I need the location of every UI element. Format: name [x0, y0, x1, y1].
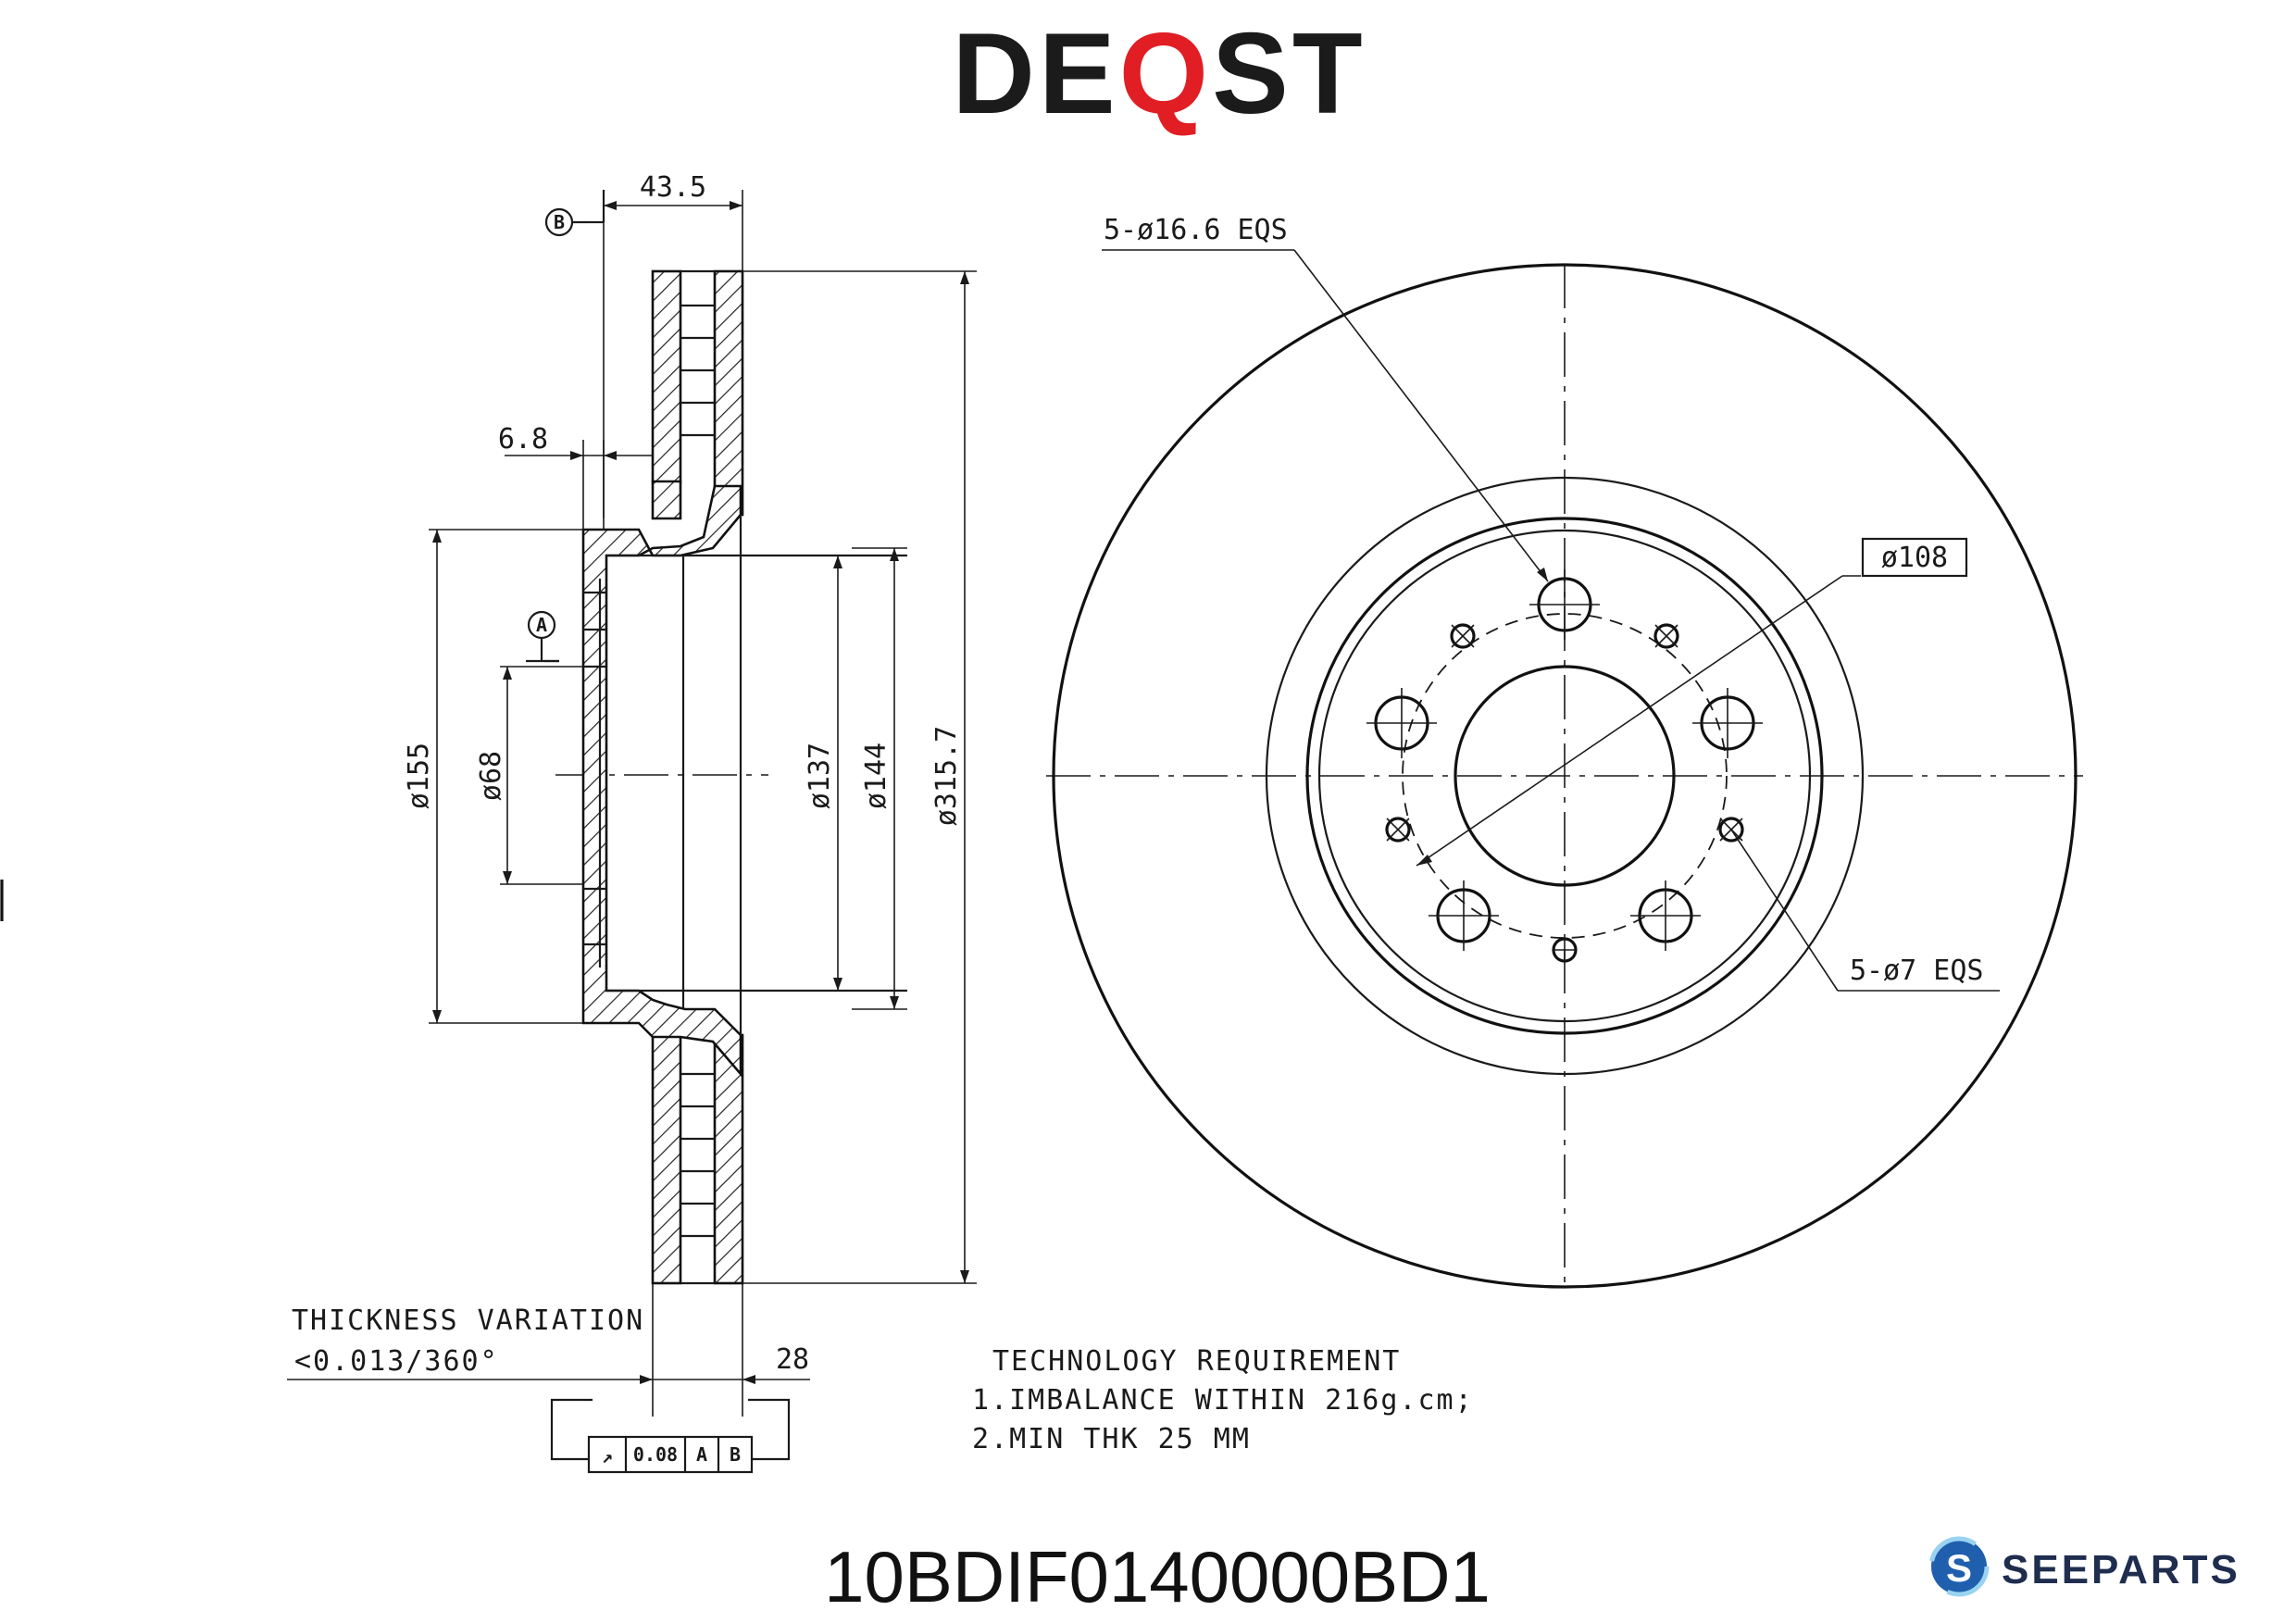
dim-hub-diameter: ø155 [403, 743, 435, 809]
hat-outer-circle [1305, 517, 1824, 1035]
dim-hat-inner: ø137 [804, 743, 836, 809]
runout-tolerance: 0.08 [633, 1443, 678, 1466]
inner-ring-lower [713, 1033, 744, 1285]
tech-req-title: TECHNOLOGY REQUIREMENT [992, 1345, 1401, 1378]
dim-bolt-holes: 5-ø16.6 EQS [1104, 214, 1288, 246]
runout-datum-2: B [730, 1443, 741, 1466]
datum-b-label: B [554, 211, 565, 233]
dim-hat-offset: 6.8 [498, 423, 548, 456]
front-view: ø108 5-ø16.6 EQS 5-ø7 EQS [1046, 214, 2083, 1292]
thickness-variation-label: THICKNESS VARIATION [292, 1305, 644, 1337]
tech-req-line-2: 2.MIN THK 25 MM [972, 1423, 1251, 1455]
seeparts-logo: S SEEPARTS [1928, 1536, 2240, 1597]
hat-inner-circle [1317, 529, 1812, 1023]
dim-overall-height: 43.5 [640, 171, 706, 204]
hat-section [581, 484, 742, 1078]
friction-inner-circle [1265, 476, 1865, 1076]
outer-ring-lower [651, 1033, 682, 1285]
dim-bolt-circle: ø108 [1881, 542, 1948, 574]
dim-disc-diameter: ø315.7 [930, 726, 963, 826]
disc-outer-circle [1052, 263, 2078, 1289]
runout-datum-1: A [696, 1443, 707, 1466]
seeparts-wordmark: SEEPARTS [2002, 1547, 2240, 1592]
seeparts-s-icon: S [1928, 1536, 1990, 1597]
bolt-holes [1366, 569, 1763, 951]
brand-text-left: DE [952, 10, 1118, 138]
bolt-circle [1402, 613, 1728, 939]
dim-small-holes: 5-ø7 EQS [1850, 955, 1984, 987]
dim-hat-outer: ø144 [860, 743, 892, 809]
svg-text:DEQST: DEQST [952, 10, 1366, 138]
svg-text:S: S [1946, 1546, 1972, 1590]
small-holes [1385, 623, 1744, 963]
dim-disc-thickness: 28 [776, 1343, 809, 1376]
part-number: 10BDIF0140000BD1 [824, 1536, 1491, 1617]
hat-wall-upper [651, 480, 682, 520]
center-bore-circle [1454, 665, 1676, 887]
dim-center-bore: ø68 [475, 751, 507, 801]
brand-logo: DEQST [952, 10, 1366, 138]
runout-symbol-icon: ↗ [602, 1445, 613, 1467]
thickness-variation-value: <0.013/360° [294, 1345, 499, 1378]
outer-ring-upper [651, 269, 682, 484]
section-view: B A 43.5 6.8 ø155 ø68 [287, 171, 977, 1417]
bolt-circle-label-box [1861, 537, 1968, 578]
datum-a-label: A [536, 614, 547, 636]
brand-text-right: ST [1212, 10, 1366, 138]
brand-text-q: Q [1119, 10, 1212, 138]
runout-frame: ↗ 0.08 A B [550, 1398, 791, 1474]
inner-ring-upper [713, 269, 744, 517]
tech-req-line-1: 1.IMBALANCE WITHIN 216g.cm; [972, 1384, 1474, 1417]
